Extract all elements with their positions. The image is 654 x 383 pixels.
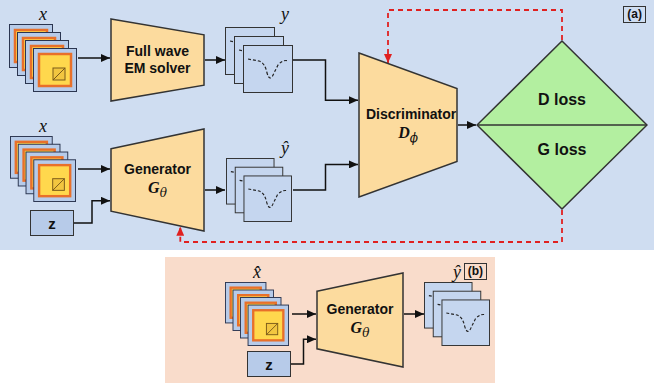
data-flow-arrow: [205, 59, 225, 61]
symbol-line: Gθ: [351, 318, 370, 340]
block-title: Full wave EM solver: [118, 43, 198, 77]
text-holder: D loss: [538, 91, 586, 109]
solver-block: Full wave EM solver: [110, 18, 205, 102]
data-flow-arrow: [78, 57, 110, 59]
symbol-letter: D: [398, 124, 410, 141]
data-flow-arrow: [293, 164, 358, 190]
symbol-line: Gθ: [148, 178, 167, 200]
input-image-stack: x: [8, 4, 78, 92]
text-holder: DiscriminatorDϕ: [358, 52, 458, 198]
loss-label: G loss: [538, 141, 587, 158]
spectrum-stack-icon: [424, 282, 490, 346]
block-title: Discriminator: [366, 106, 450, 123]
block-title: Generator: [327, 301, 394, 318]
data-flow-arrow: [205, 189, 225, 191]
noise-label: z: [265, 356, 273, 373]
discriminator-block: DiscriminatorDϕ: [358, 52, 458, 198]
image-stack-icon: [8, 136, 78, 202]
noise-box-frame: z: [30, 210, 74, 236]
text-holder: GeneratorGθ: [316, 272, 404, 368]
label-row: ŷ: [424, 262, 490, 282]
spectrum-stack: y: [225, 4, 293, 96]
variable-label: y: [277, 4, 293, 24]
data-flow-arrow: [78, 168, 110, 170]
variable-label: x: [35, 116, 51, 136]
noise-box: z: [30, 210, 74, 236]
feedback-arrow: [180, 210, 562, 242]
noise-label: z: [48, 215, 56, 232]
label-row: ŷ: [225, 138, 293, 158]
variable-label: ŷ: [449, 262, 465, 282]
data-flow-arrow: [74, 201, 110, 223]
symbol-letter: G: [148, 179, 160, 196]
label-row: x̂: [222, 262, 292, 282]
panel-label: (a): [623, 6, 646, 23]
symbol-subscript: ϕ: [410, 131, 418, 145]
variable-label: x: [35, 4, 51, 24]
generator-block: GeneratorGθ: [110, 128, 205, 232]
spectrum-stack: ŷ: [424, 262, 490, 346]
symbol-subscript: θ: [160, 186, 167, 200]
loss-diamond: D loss G loss: [476, 40, 648, 210]
input-image-stack: x̂: [222, 262, 292, 346]
generator-block: GeneratorGθ: [316, 272, 404, 368]
spectrum-stack-icon: [225, 24, 293, 96]
noise-box-frame: z: [247, 351, 291, 377]
spectrum-stack-icon: [225, 158, 293, 222]
data-flow-arrow: [291, 339, 316, 364]
label-row: x: [8, 4, 78, 24]
text-holder: GeneratorGθ: [110, 128, 205, 232]
data-flow-arrow: [404, 313, 424, 315]
data-flow-arrow: [292, 313, 316, 315]
upper-half: D loss: [476, 40, 648, 125]
panel-band: (a)xFull wave EM solveryxzGeneratorGθŷDi…: [0, 0, 654, 250]
spectrum-stack: ŷ: [225, 138, 293, 222]
image-stack-icon: [8, 24, 78, 92]
text-holder: Full wave EM solver: [110, 18, 205, 102]
label-row: y: [225, 4, 293, 24]
data-flow-arrow: [458, 124, 476, 126]
variable-label: x̂: [249, 262, 265, 282]
noise-box: z: [247, 351, 291, 377]
data-flow-arrow: [293, 60, 358, 100]
label-holder: (a): [623, 4, 646, 23]
panel-label: (b): [464, 263, 487, 280]
symbol-line: Dϕ: [398, 123, 418, 145]
block-title: Generator: [124, 161, 191, 178]
panel-band: (b) x̂ z GeneratorGθ ŷ: [165, 257, 495, 383]
diamond-outline: [476, 40, 648, 210]
symbol-subscript: θ: [362, 326, 369, 340]
label-holder: (b): [464, 261, 487, 280]
lower-half: G loss: [476, 125, 648, 210]
variable-label: ŷ: [277, 138, 293, 158]
symbol-letter: G: [351, 319, 363, 336]
text-holder: G loss: [538, 141, 587, 159]
input-image-stack: x: [8, 116, 78, 202]
feedback-arrow: [388, 10, 562, 63]
loss-label: D loss: [538, 91, 586, 108]
image-stack-icon: [222, 282, 292, 346]
label-row: x: [8, 116, 78, 136]
